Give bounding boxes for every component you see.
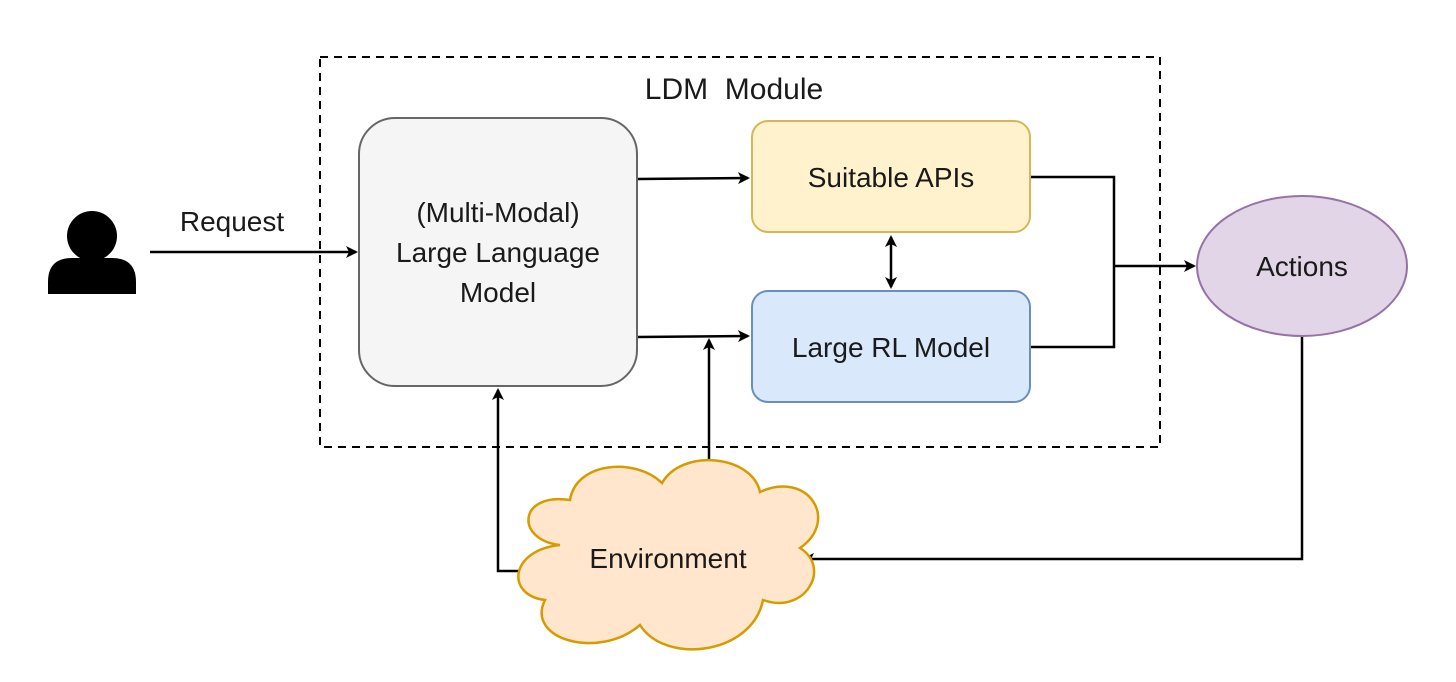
llm-label-line1: (Multi-Modal): [416, 197, 579, 228]
large-rl-model-box: [751, 290, 1031, 403]
suitable-apis-box: [751, 120, 1031, 233]
arrow-actions-to-environment: [802, 336, 1304, 565]
ldm-module-title: LDM Module: [645, 73, 823, 106]
llm-node: (Multi-Modal) Large Language Model: [358, 117, 638, 387]
llm-box: [358, 117, 638, 387]
llm-label-line3: Model: [460, 277, 536, 308]
actions-node: Actions: [1196, 195, 1408, 337]
environment-node: Environment: [517, 458, 820, 651]
large-rl-model-label: Large RL Model: [792, 332, 990, 363]
user-icon: [48, 211, 136, 294]
suitable-apis-node: Suitable APIs: [751, 120, 1031, 233]
request-label: Request: [180, 206, 285, 237]
actions-label: Actions: [1256, 251, 1348, 282]
user: Request: [48, 206, 284, 294]
arrow-llm-to-apis: [637, 172, 750, 185]
arrow-llm-to-rl: [637, 330, 750, 343]
actions-ellipse: [1196, 195, 1408, 337]
suitable-apis-label: Suitable APIs: [808, 162, 975, 193]
llm-label-line2: Large Language: [396, 237, 600, 268]
ldm-module-border: [319, 56, 1161, 448]
environment-cloud: [517, 458, 820, 651]
ldm-module-container: LDM Module: [319, 56, 1161, 448]
arrow-environment-to-llm: [492, 388, 548, 573]
connectors: [150, 172, 1304, 573]
large-rl-model-node: Large RL Model: [751, 290, 1031, 403]
environment-label: Environment: [589, 543, 746, 574]
line-apis-to-merge: [1031, 175, 1116, 349]
